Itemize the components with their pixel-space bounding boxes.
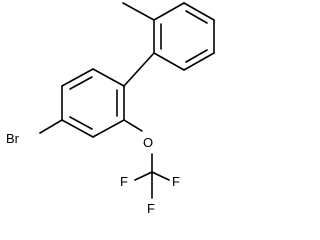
bond — [153, 52, 185, 71]
fluorine-label-right: F — [172, 174, 180, 189]
bond — [183, 52, 215, 71]
double-bond-inner — [69, 116, 93, 130]
c-f-bond-right — [151, 171, 170, 181]
bromine-label: Br — [6, 131, 20, 146]
oxygen-label: O — [143, 135, 153, 150]
bond — [92, 68, 125, 87]
bond — [61, 119, 94, 138]
biaryl-bond — [123, 52, 155, 87]
double-bond-inner — [185, 10, 208, 24]
bromobenzene-ring — [61, 68, 125, 138]
oxygen-bond — [123, 119, 143, 132]
bond — [61, 68, 94, 87]
bond — [92, 119, 125, 138]
double-bond-inner — [69, 76, 93, 90]
bond — [153, 2, 185, 21]
fluorine-label-bottom: F — [147, 201, 155, 216]
bond — [183, 2, 215, 21]
fluorine-label-left: F — [120, 174, 128, 189]
methyl-bond — [122, 2, 155, 21]
bromine-bond — [39, 119, 63, 134]
structural-formula: Br O F F F — [6, 2, 215, 216]
double-bond-inner — [185, 49, 208, 63]
c-f-bond-left — [134, 171, 153, 181]
toluene-ring — [153, 2, 215, 71]
